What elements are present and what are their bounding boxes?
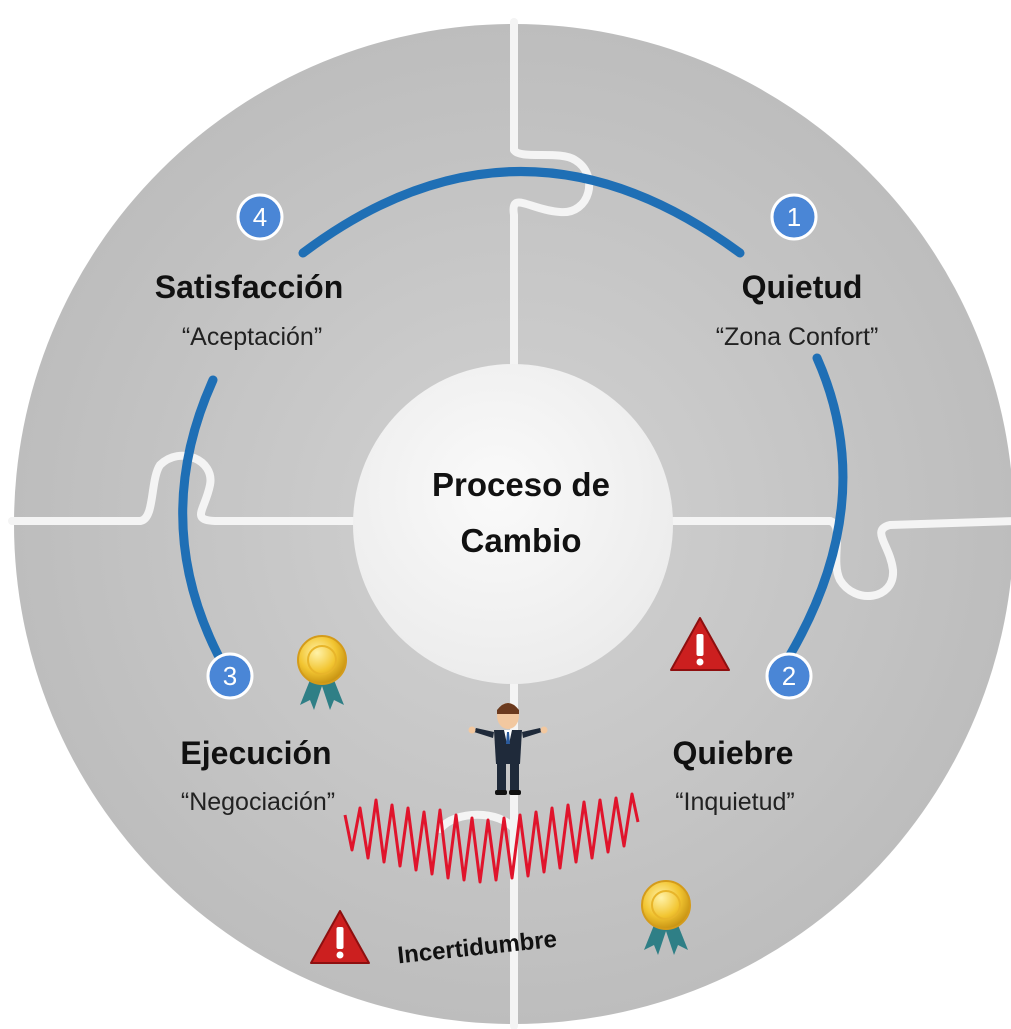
svg-text:1: 1 [787, 202, 801, 232]
stage-2-subtitle: “Inquietud” [675, 788, 795, 816]
warning-triangle-icon [310, 910, 370, 964]
center-title-line2: Cambio [460, 522, 581, 559]
stage-1-subtitle: “Zona Confort” [716, 323, 879, 351]
stage-3-title: Ejecución [180, 735, 331, 771]
center-hub: Proceso de Cambio [353, 364, 673, 684]
stage-4-subtitle: “Aceptación” [182, 323, 322, 351]
badge-1: 1 [770, 193, 818, 241]
center-title-line1: Proceso de [432, 466, 610, 503]
businessman-icon [468, 703, 548, 795]
cycle-arcs [178, 167, 848, 660]
svg-text:4: 4 [253, 202, 267, 232]
badge-3: 3 [206, 652, 254, 700]
svg-text:2: 2 [782, 661, 796, 691]
stage-4-title: Satisfacción [155, 269, 344, 305]
uncertainty-wave [343, 792, 640, 884]
cycle-arc-right [785, 353, 848, 660]
center-circle [353, 364, 673, 684]
stage-1-title: Quietud [742, 269, 863, 305]
medal-icon [641, 880, 691, 955]
stage-2-title: Quiebre [673, 735, 794, 771]
stage-3-subtitle: “Negociación” [181, 788, 335, 816]
badge-2: 2 [765, 652, 813, 700]
badge-4: 4 [236, 193, 284, 241]
cycle-arc-left [178, 375, 223, 660]
svg-text:3: 3 [223, 661, 237, 691]
warning-triangle-icon [670, 617, 730, 671]
cycle-arc-top [298, 167, 745, 258]
medal-icon [297, 635, 347, 710]
